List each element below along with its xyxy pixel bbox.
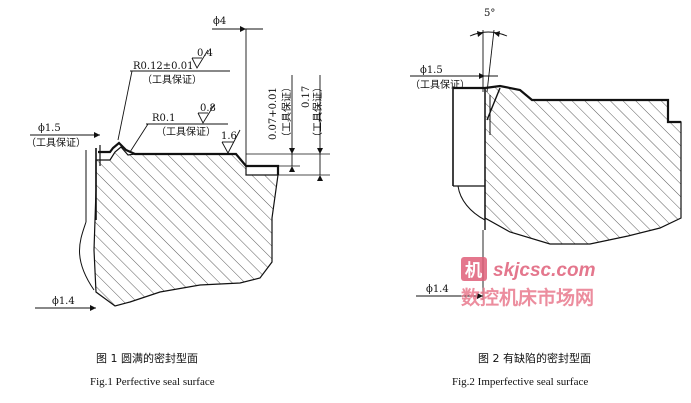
fig1-r012-sub: （工具保证）: [142, 73, 202, 86]
fig1-r01-sub: （工具保证）: [156, 125, 216, 138]
fig1-r01-label: R0.1: [152, 113, 175, 124]
figure-1: ϕ4 R0.12±0.01 （工具保证） 0.4 R0.1 （工具保证） 0.8…: [26, 16, 330, 388]
watermark-domain: skjcsc.com: [493, 260, 596, 281]
fig2-phi15-sub: （工具保证）: [410, 78, 470, 91]
fig2-caption-en: Fig.2 Imperfective seal surface: [452, 376, 588, 388]
fig1-r012-label: R0.12±0.01: [133, 61, 193, 72]
fig1-phi14-label: ϕ1.4: [52, 296, 75, 307]
fig2-caption-cn: 图 2 有缺陷的密封型面: [478, 351, 591, 365]
fig1-depth2-label: 0.17: [301, 86, 312, 108]
fig1-ra16-label: 1.6: [221, 131, 237, 142]
fig2-phi14-label: ϕ1.4: [426, 284, 449, 295]
watermark-logo-box: [461, 257, 487, 281]
watermark-logo-char: 机: [465, 260, 482, 281]
fig1-caption-cn: 图 1 圆满的密封型面: [96, 351, 198, 365]
fig1-caption-en: Fig.1 Perfective seal surface: [90, 376, 215, 388]
fig2-body: [484, 85, 682, 245]
fig1-phi15-label: ϕ1.5: [38, 123, 61, 134]
fig1-depth1-sub: （工具保证）: [280, 82, 293, 142]
fig2-angle-label: 5°: [484, 8, 495, 19]
fig1-phi15-sub: （工具保证）: [26, 136, 86, 149]
fig1-depth1-label: 0.07+0.01: [268, 87, 279, 140]
fig1-ra08-label: 0.8: [200, 103, 216, 114]
figure-2: 5° ϕ1.5 （工具保证） ϕ1.4 图 2 有缺陷的密封型面 Fig.2 I…: [410, 8, 682, 388]
fig1-body: [93, 146, 279, 307]
fig1-depth2-sub: （工具保证）: [311, 82, 324, 142]
fig1-phi4-label: ϕ4: [213, 16, 226, 27]
watermark-site-name: 数控机床市场网: [461, 286, 594, 309]
fig1-ra04-label: 0.4: [197, 48, 213, 59]
watermark: 机 skjcsc.com 数控机床市场网: [461, 257, 596, 309]
fig2-phi15-label: ϕ1.5: [420, 65, 443, 76]
